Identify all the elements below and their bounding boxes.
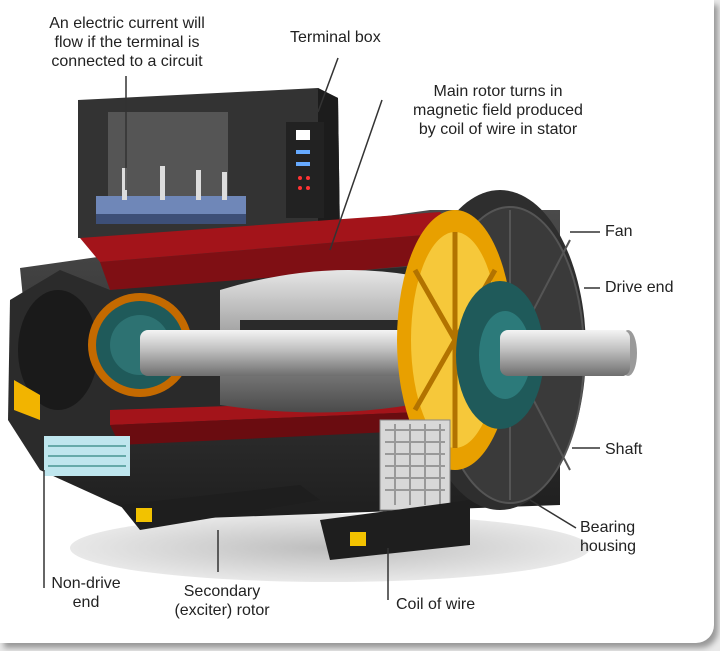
terminal-box [78,88,340,238]
label-bearing-housing: Bearing housing [580,519,637,555]
generator-illustration [8,57,637,600]
label-main-rotor: Main rotor turns in magnetic field produ… [413,83,583,138]
label-drive-end: Drive end [605,279,674,296]
label-fan: Fan [605,223,633,240]
leader-lines [43,57,600,600]
diagram-frame: An electric current will flow if the ter… [0,0,714,643]
label-secondary-rotor: Secondary (exciter) rotor [174,583,270,619]
fan-wheel [397,190,630,510]
label-terminal-box: Terminal box [290,29,381,46]
label-coil-of-wire: Coil of wire [396,596,476,613]
non-drive-end-cover [8,270,130,476]
label-non-drive-end: Non-drive end [51,575,121,611]
label-shaft: Shaft [605,441,643,458]
base-feet [120,485,470,560]
label-electric-current: An electric current will flow if the ter… [49,15,205,70]
coil-grille [379,419,451,511]
